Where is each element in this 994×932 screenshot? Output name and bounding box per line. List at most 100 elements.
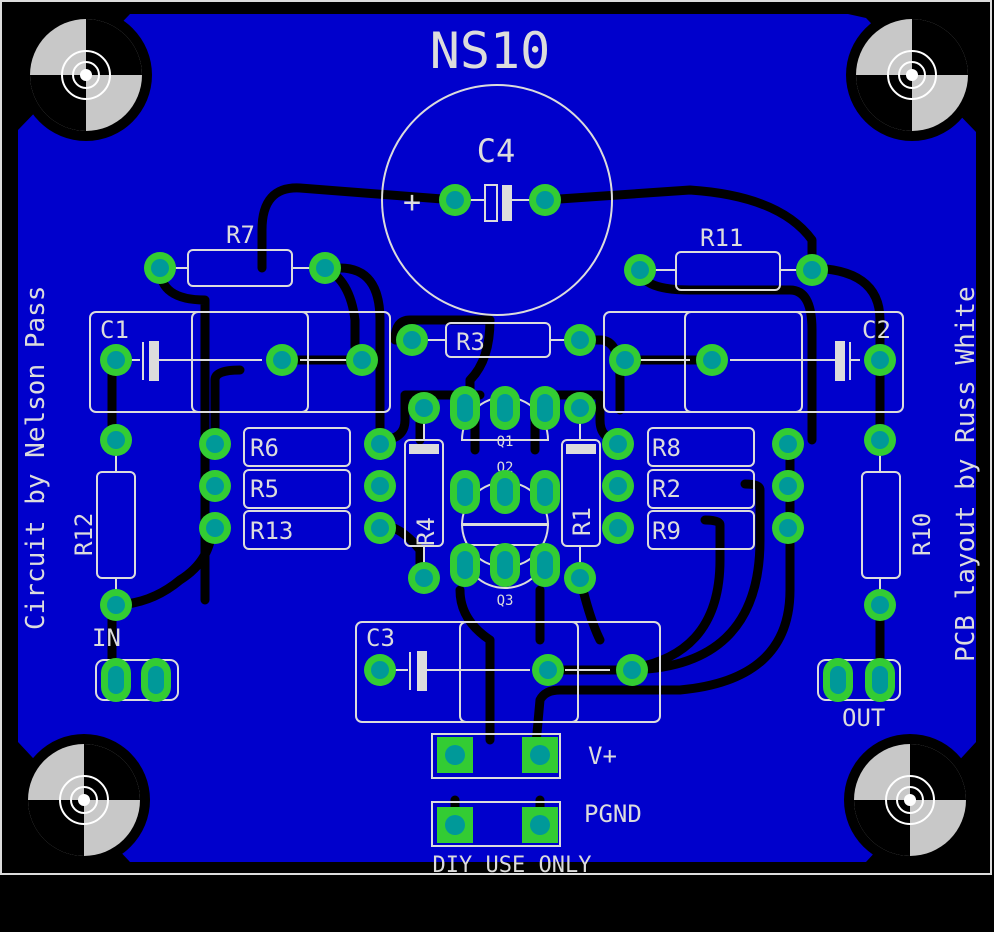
pad-drill [457,478,473,506]
label-c3: C3 [366,624,395,652]
credit-circuit: Circuit by Nelson Pass [21,286,51,630]
label-r9: R9 [652,517,681,545]
pad-drill [107,596,125,614]
pad-drill [609,519,627,537]
resistor-r2-body [647,469,755,509]
pad-drill [539,661,557,679]
pad-drill [609,477,627,495]
pad-drill [148,666,164,694]
resistor-r1-band [566,444,596,454]
pad-drill [779,519,797,537]
pads [100,184,896,843]
pad-drill [497,551,513,579]
pad-drill [107,351,125,369]
pad-drill [371,661,389,679]
pad-drill [371,477,389,495]
pad-drill [107,431,125,449]
pad-drill [457,551,473,579]
pad-drill [623,661,641,679]
credit-pcb-layout: PCB layout by Russ White [951,286,981,662]
board-outline [0,0,992,875]
pad-drill [571,569,589,587]
label-q1: Q1 [497,434,514,450]
resistor-r8-body [647,427,755,467]
capacitor-c2 [603,311,904,413]
label-r12: R12 [70,513,98,556]
mounting-hole-bottom-left [17,733,151,867]
pad-drill [445,745,465,765]
pad-drill [830,666,846,694]
pad-drill [537,551,553,579]
mounting-hole-bottom-right [843,733,977,867]
label-c2: C2 [862,316,891,344]
capacitor-c4: C4 + [381,84,613,316]
label-in: IN [92,624,121,652]
label-r10: R10 [908,513,936,556]
board-title: NS10 [430,22,550,80]
copper-plane [18,14,976,862]
pad-drill [530,745,550,765]
connector-vplus-outline [431,733,561,779]
label-r4: R4 [412,517,440,546]
label-r11: R11 [700,224,743,252]
pad-drill [571,399,589,417]
label-r8: R8 [652,434,681,462]
pad-drill [445,815,465,835]
label-r7: R7 [226,221,255,249]
pad-drill [457,394,473,422]
pad-drill [803,261,821,279]
resistor-r4-band [409,444,439,454]
label-r2: R2 [652,475,681,503]
label-r1: R1 [568,507,596,536]
pad-drill [206,477,224,495]
pad-drill [537,478,553,506]
label-c4: C4 [477,132,516,170]
footer-note: DIY USE ONLY [433,853,592,878]
pad-drill [403,331,421,349]
capacitor-c1 [89,311,391,413]
resistor-r6-body [243,427,351,467]
label-pgnd: PGND [584,800,642,828]
pad-drill [872,666,888,694]
connector-out-outline [817,659,901,701]
pad-drill [871,351,889,369]
pad-drill [206,435,224,453]
resistor-r13-body [243,510,351,550]
pad-drill [206,519,224,537]
pad-drill [537,394,553,422]
pad-drill [108,666,124,694]
pad-drill [609,435,627,453]
label-r3: R3 [456,328,485,356]
pad-drill [371,435,389,453]
pad-drill [536,191,554,209]
label-r5: R5 [250,475,279,503]
connector-in-outline [95,659,179,701]
pad-drill [353,351,371,369]
pad-drill [616,351,634,369]
pad-drill [871,596,889,614]
label-r6: R6 [250,434,279,462]
pad-drill [415,569,433,587]
resistor-r9-body [647,510,755,550]
pad-drill [446,191,464,209]
label-vplus: V+ [588,742,617,770]
pad-drill [497,394,513,422]
pad-drill [415,399,433,417]
pad-drill [316,259,334,277]
pad-drill [871,431,889,449]
pad-drill [151,259,169,277]
pad-drill [571,331,589,349]
pad-drill [497,478,513,506]
polarity-mark: + [403,185,421,220]
label-r13: R13 [250,517,293,545]
pad-drill [631,261,649,279]
mounting-hole-top-left [19,8,153,142]
pad-drill [703,351,721,369]
mounting-hole-top-right [845,8,979,142]
pad-drill [779,477,797,495]
capacitor-c3 [355,621,661,723]
pad-drill [779,435,797,453]
pad-drill [371,519,389,537]
resistor-r5-body [243,469,351,509]
